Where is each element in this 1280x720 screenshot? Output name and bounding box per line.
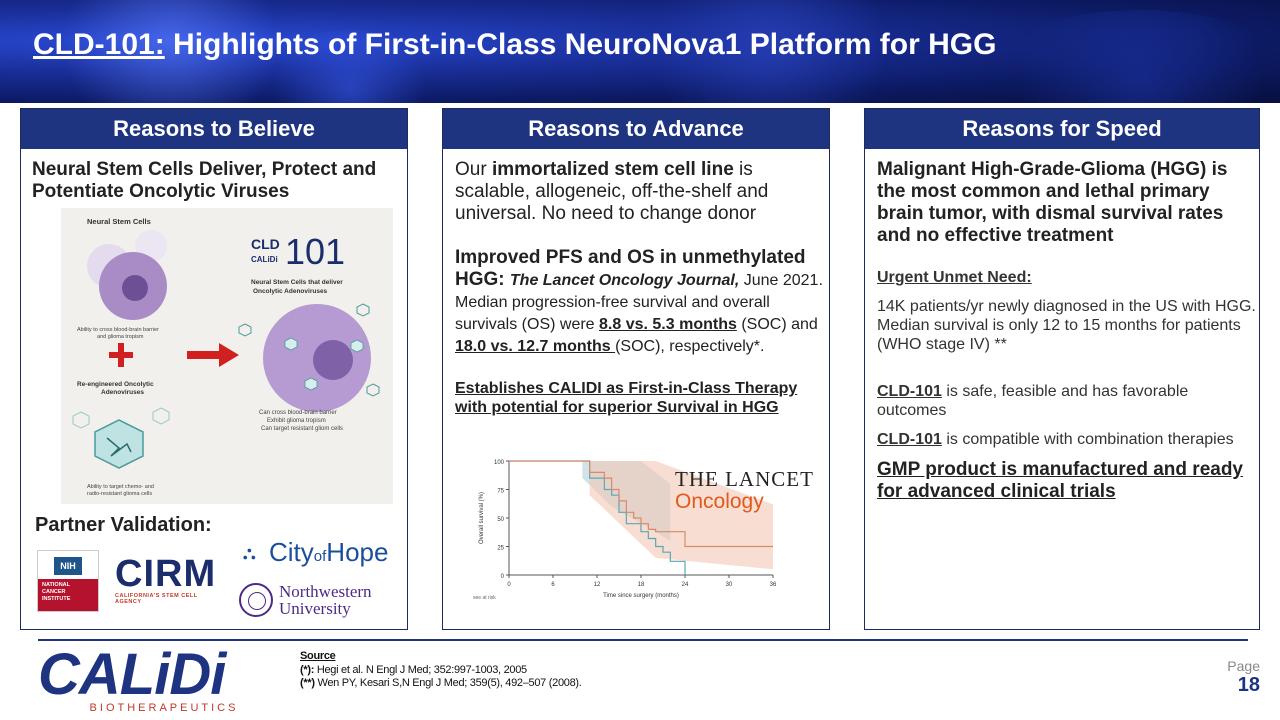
slide-title: CLD-101: Highlights of First-in-Class Ne… [33, 28, 996, 62]
lancet-oncology-logo: THE LANCET Oncology [675, 467, 825, 514]
y-axis-label: Overall survival (%) [479, 492, 485, 544]
x-tick-label: 30 [726, 582, 733, 588]
survival-chart: 0 25 50 75 100 0 6 12 18 24 30 36 Overall survival (… [473, 460, 777, 601]
cirm-logo: CIRM CALIFORNIA'S STEM CELL AGENCY [115, 555, 225, 605]
page-label: Page [1227, 658, 1260, 674]
speed-heading: Malignant High-Grade-Glioma (HGG) is the… [877, 159, 1228, 246]
coh-city: City [269, 537, 314, 567]
x-tick-label: 18 [638, 582, 645, 588]
svg-text:radio-resistant glioma cells: radio-resistant glioma cells [87, 491, 152, 497]
nih-badge: NIH [54, 557, 82, 575]
advance-pfs: Improved PFS and OS in unmethylated HGG:… [455, 247, 823, 355]
partner-validation-label: Partner Validation: [35, 514, 212, 536]
x-tick-label: 24 [682, 582, 689, 588]
svg-text:Ability to cross blood-brain b: Ability to cross blood-brain barrier [77, 327, 159, 333]
svg-text:Exhibit glioma tropism: Exhibit glioma tropism [267, 418, 326, 424]
svg-text:Neural Stem Cells that deliver: Neural Stem Cells that deliver [251, 279, 343, 286]
panel-reasons-for-speed: Reasons for Speed Malignant High-Grade-G… [864, 108, 1260, 630]
cirm-word: CIRM [115, 553, 217, 595]
panel-subheading: Neural Stem Cells Deliver, Protect and P… [32, 159, 377, 202]
nw-line-2: University [279, 599, 351, 618]
ci-band-2 [589, 461, 773, 570]
x-tick-label: 6 [551, 582, 555, 588]
x-tick-label: 12 [594, 582, 601, 588]
svg-text:Can target resistant gliom cel: Can target resistant gliom cells [261, 426, 343, 432]
lancet-subtitle: Oncology [675, 490, 764, 513]
x-axis-label: Time since surgery (months) [603, 593, 679, 599]
page-number: 18 [1237, 674, 1260, 696]
city-of-hope-icon: ⛬ [243, 542, 256, 563]
title-code: CLD-101: [33, 28, 165, 61]
calidi-wordmark: CALiDi [38, 642, 226, 707]
advance-intro: Our immortalized stem cell line is scala… [455, 159, 769, 224]
y-tick-label: 100 [494, 460, 505, 466]
svg-text:Ability to target chemo- and: Ability to target chemo- and [87, 484, 154, 490]
page-indicator: Page 18 [1227, 658, 1260, 697]
footer-divider [38, 639, 1248, 641]
diagram-nsc-label: Neural Stem Cells [87, 217, 151, 226]
svg-text:Oncolytic Adenoviruses: Oncolytic Adenoviruses [253, 288, 328, 295]
panel-reasons-to-believe: Reasons to Believe Neural Stem Cells Del… [20, 108, 408, 630]
northwestern-seal-icon [239, 583, 273, 617]
speed-gmp: GMP product is manufactured and ready fo… [877, 459, 1244, 502]
coh-hope: Hope [326, 537, 389, 567]
y-tick-label: 25 [497, 546, 504, 552]
x-tick-label: 0 [507, 582, 511, 588]
survival-series-2 [509, 460, 773, 548]
coh-of: of [313, 548, 327, 565]
calidi-subtitle: BIOTHERAPEUTICS [89, 702, 239, 714]
nih-logo: NIH NATIONAL CANCER INSTITUTE [37, 550, 99, 612]
city-of-hope-logo: ⛬ CityofHope [243, 537, 388, 568]
svg-text:Adenoviruses: Adenoviruses [101, 389, 144, 396]
title-text: Highlights of First-in-Class NeuroNova1 … [164, 28, 997, 61]
diagram-brand-calidi: CALiDi [251, 255, 278, 264]
x-tick-label: 36 [770, 582, 777, 588]
unmet-need-label: Urgent Unmet Need: [877, 269, 1032, 286]
y-tick-label: 0 [501, 574, 505, 580]
y-tick-label: 75 [497, 489, 504, 495]
panel-reasons-to-advance: Reasons to Advance Our immortalized stem… [442, 108, 830, 630]
chart-footnote: see at risk [473, 595, 496, 601]
nw-line-1: Northwestern [279, 582, 372, 601]
speed-safe: CLD-101 is safe, feasible and has favora… [877, 383, 1189, 419]
mechanism-diagram: Neural Stem Cells Ability to cross blood… [61, 208, 393, 504]
source-citations: Source (*): Hegi et al. N Engl J Med; 35… [300, 650, 582, 689]
calidi-logo: CALiDi BIOTHERAPEUTICS [38, 642, 254, 715]
y-tick-label: 50 [497, 517, 504, 523]
panel-heading: Reasons to Advance [443, 109, 829, 149]
diagram-brand-cld: CLD [251, 236, 280, 252]
svg-text:Can cross blood-brain barrier: Can cross blood-brain barrier [259, 410, 337, 416]
diagram-brand-number: 101 [285, 231, 345, 272]
lancet-title: THE LANCET [675, 467, 814, 491]
svg-text:Re-engineered Oncolytic: Re-engineered Oncolytic [77, 381, 154, 388]
svg-text:and glioma tropism: and glioma tropism [97, 334, 144, 340]
cirm-subtitle: CALIFORNIA'S STEM CELL AGENCY [115, 593, 198, 605]
header-banner: CLD-101: Highlights of First-in-Class Ne… [0, 0, 1280, 103]
speed-stats: 14K patients/yr newly diagnosed in the U… [877, 298, 1256, 353]
panel-heading: Reasons to Believe [21, 109, 407, 149]
speed-combination: CLD-101 is compatible with combination t… [877, 431, 1234, 448]
nih-text: NATIONAL CANCER INSTITUTE [38, 579, 98, 611]
advance-establishes: Establishes CALIDI as First-in-Class The… [455, 380, 798, 416]
survival-series-1 [509, 460, 686, 575]
panel-heading: Reasons for Speed [865, 109, 1259, 149]
